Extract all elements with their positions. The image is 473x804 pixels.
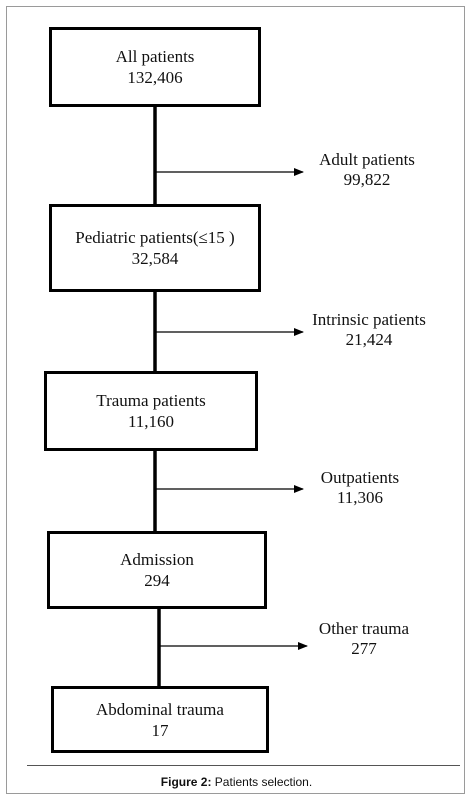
- exclusion-adult-patients: Adult patients 99,822: [292, 150, 442, 190]
- box-trauma-patients: Trauma patients 11,160: [44, 371, 258, 451]
- box-label: Pediatric patients(≤15 ): [75, 228, 235, 247]
- exclusion-count: 11,306: [336, 488, 384, 507]
- exclusion-label: Other trauma: [318, 619, 410, 638]
- box-count: 32,584: [131, 249, 179, 268]
- box-all-patients: All patients 132,406: [49, 27, 261, 107]
- box-count: 132,406: [127, 68, 183, 87]
- box-pediatric-patients: Pediatric patients(≤15 ) 32,584: [49, 204, 261, 292]
- exclusion-outpatients: Outpatients 11,306: [285, 468, 435, 508]
- exclusion-label: Intrinsic patients: [312, 310, 426, 329]
- box-label: Admission: [120, 550, 194, 569]
- box-label: Trauma patients: [96, 391, 206, 410]
- exclusion-label: Outpatients: [320, 468, 400, 487]
- figure-caption: Figure 2: Patients selection.: [7, 775, 466, 789]
- box-label: All patients: [115, 47, 195, 66]
- exclusion-count: 21,424: [345, 330, 393, 349]
- exclusion-intrinsic-patients: Intrinsic patients 21,424: [294, 310, 444, 350]
- exclusion-count: 277: [351, 639, 377, 658]
- figure-frame: All patients 132,406 Pediatric patients(…: [6, 6, 465, 794]
- caption-text: Patients selection.: [211, 775, 313, 789]
- box-count: 294: [144, 571, 170, 590]
- box-count: 11,160: [127, 412, 175, 431]
- exclusion-other-trauma: Other trauma 277: [289, 619, 439, 659]
- box-label: Abdominal trauma: [96, 699, 224, 719]
- caption-prefix: Figure 2:: [160, 775, 212, 789]
- box-admission: Admission 294: [47, 531, 267, 609]
- caption-divider: [27, 765, 460, 766]
- exclusion-label: Adult patients: [319, 150, 415, 169]
- box-count: 17: [151, 720, 169, 740]
- exclusion-count: 99,822: [343, 170, 391, 189]
- flow-connectors: [153, 106, 308, 687]
- box-abdominal-trauma: Abdominal trauma 17: [51, 686, 269, 753]
